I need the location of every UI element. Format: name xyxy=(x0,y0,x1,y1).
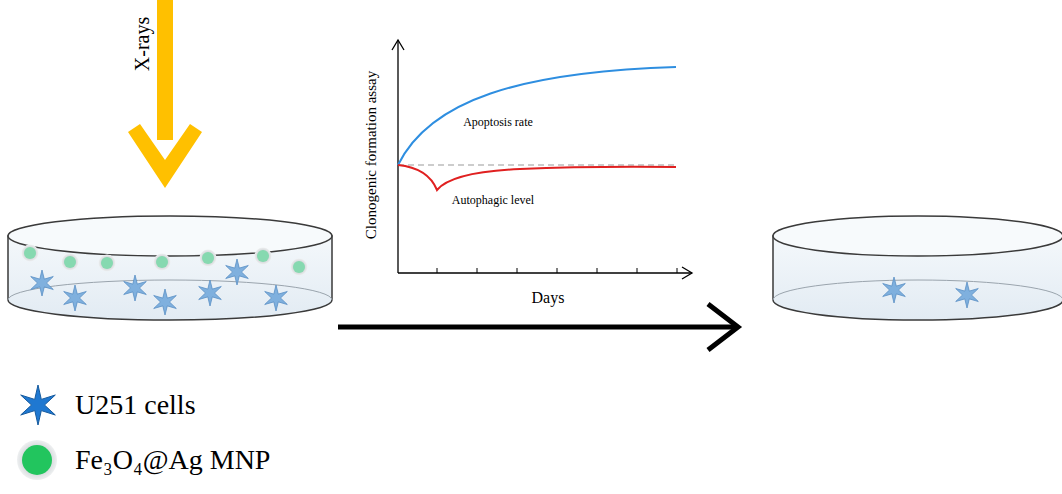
particle-swatch xyxy=(12,438,62,482)
axis-tick xyxy=(477,268,478,273)
u251-cell xyxy=(226,259,249,285)
axis-title: Clonogenic formation assay xyxy=(363,71,380,239)
mnp-particle xyxy=(255,248,272,265)
axis-tick xyxy=(637,268,638,273)
u251-cell xyxy=(154,289,177,315)
axis-tick xyxy=(517,268,518,273)
axis-tick xyxy=(437,268,438,273)
u251-cell xyxy=(265,285,288,311)
axis-tick xyxy=(597,268,598,273)
y-axis xyxy=(397,40,398,273)
mnp-particle xyxy=(99,255,116,272)
petri-dish xyxy=(773,216,1062,320)
process-arrow xyxy=(338,304,738,350)
curve-label: Apoptosis rate xyxy=(461,116,535,129)
u251-cell xyxy=(64,285,87,311)
baseline xyxy=(398,164,676,165)
x-axis xyxy=(398,272,692,273)
mnp-particle xyxy=(291,259,308,276)
legend-entry: U251 cells xyxy=(0,383,420,427)
u251-cell xyxy=(956,282,979,308)
legend-entry: Fe₃O₄@Ag MNP xyxy=(0,438,420,482)
cells xyxy=(22,245,979,316)
axis-tick xyxy=(677,268,678,273)
axis-title: Days xyxy=(532,289,565,307)
mnp-particle xyxy=(62,254,79,271)
curve-label: Autophagic level xyxy=(450,194,536,207)
legend-text: U251 cells xyxy=(75,390,196,421)
apoptosis-curve xyxy=(398,67,676,165)
beam-label: X-rays xyxy=(131,17,153,71)
axis-ticks xyxy=(437,268,677,273)
mnp-particle xyxy=(200,250,217,267)
mnp-particle xyxy=(154,254,171,271)
legend-text: Fe₃O₄@Ag MNP xyxy=(75,445,270,476)
u251-cell xyxy=(199,280,222,306)
xray-arrow xyxy=(128,0,202,188)
autophagy-curve xyxy=(398,165,676,190)
cell-swatch xyxy=(12,383,62,427)
petri-dish xyxy=(8,216,332,320)
u251-cell xyxy=(883,277,906,303)
u251-cell xyxy=(124,275,147,301)
axis-tick xyxy=(557,268,558,273)
chart xyxy=(392,40,692,279)
u251-cell xyxy=(31,270,54,296)
mnp-particle xyxy=(22,245,39,262)
